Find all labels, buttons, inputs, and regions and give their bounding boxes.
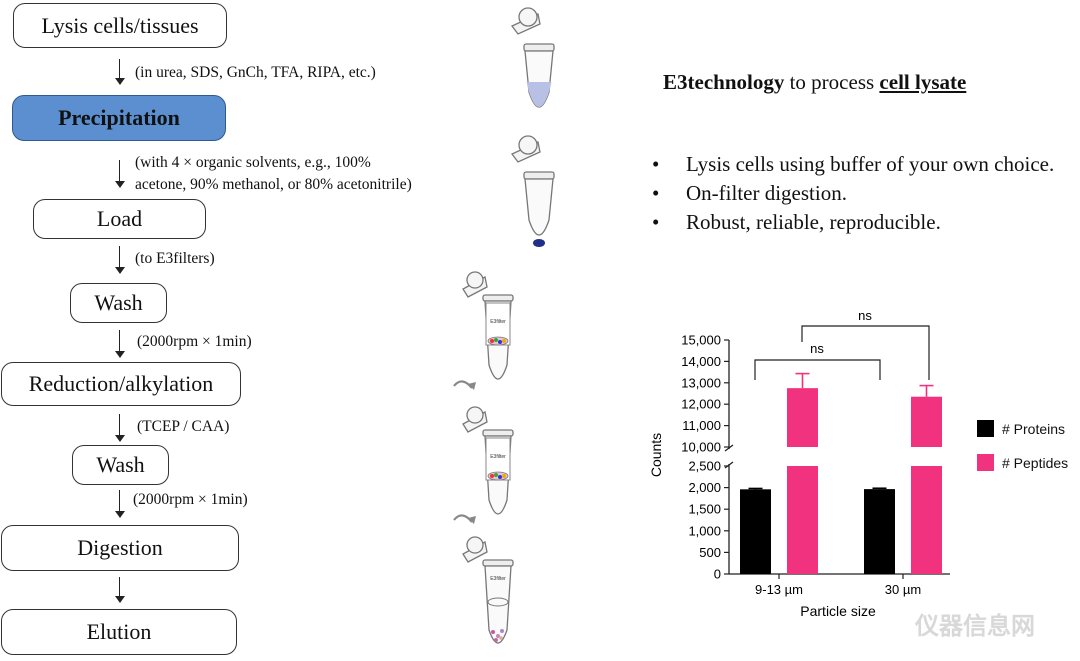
note-tcep-caa: (TCEP / CAA) bbox=[137, 418, 230, 435]
filter-tube-icon: E3filter bbox=[462, 271, 514, 380]
feature-text: Robust, reliable, reproducible. bbox=[686, 210, 941, 234]
tube-label: E3filter bbox=[490, 454, 506, 460]
feature-item: • Lysis cells using buffer of your own ch… bbox=[650, 150, 1070, 179]
tube-label: E3filter bbox=[490, 319, 506, 325]
step-wash-1: Wash bbox=[70, 283, 167, 323]
x-tick-label: 30 µm bbox=[885, 582, 921, 597]
step-label: Reduction/alkylation bbox=[28, 371, 214, 396]
flow-arrow bbox=[114, 330, 126, 358]
feature-text: Lysis cells using buffer of your own cho… bbox=[686, 152, 1055, 176]
step-load: Load bbox=[33, 199, 206, 239]
title-mid: to process bbox=[784, 70, 880, 94]
x-axis-label: Particle size bbox=[800, 603, 876, 619]
bar-peptides-upper bbox=[787, 388, 818, 447]
tube-label: E3filter bbox=[490, 576, 506, 582]
legend-peptides: # Peptides bbox=[977, 454, 1068, 471]
panel-title: E3technology to process cell lysate bbox=[663, 70, 966, 95]
step-elution: Elution bbox=[1, 609, 237, 655]
bullet-icon: • bbox=[652, 210, 660, 234]
note-organic-solvents-2: acetone, 90% methanol, or 80% acetonitri… bbox=[135, 176, 412, 193]
y-tick-label: 1,000 bbox=[688, 523, 721, 538]
chart-significance: ns ns bbox=[754, 308, 930, 380]
title-bold: E3technology bbox=[663, 70, 785, 94]
step-label: Precipitation bbox=[58, 105, 180, 130]
flow-arrow bbox=[114, 490, 126, 518]
step-label: Wash bbox=[94, 290, 143, 315]
note-lysis-buffers: (in urea, SDS, GnCh, TFA, RIPA, etc.) bbox=[135, 64, 376, 81]
step-lysis: Lysis cells/tissues bbox=[13, 3, 227, 48]
step-precipitation: Precipitation bbox=[12, 95, 226, 141]
bar-proteins bbox=[864, 489, 895, 574]
step-label: Wash bbox=[96, 452, 145, 477]
bullet-icon: • bbox=[652, 152, 660, 176]
y-tick-label: 1,500 bbox=[688, 502, 721, 517]
rotate-arrow-icon bbox=[453, 514, 476, 524]
feature-text: On-filter digestion. bbox=[686, 181, 847, 205]
note-organic-solvents-1: (with 4 × organic solvents, e.g., 100% bbox=[135, 154, 371, 171]
significance-label: ns bbox=[858, 308, 872, 323]
y-tick-label: 12,000 bbox=[681, 397, 721, 412]
y-tick-label: 14,000 bbox=[681, 354, 721, 369]
note-centrifuge-1: (2000rpm × 1min) bbox=[137, 333, 252, 350]
legend-proteins: # Proteins bbox=[977, 420, 1065, 437]
bar-peptides-upper bbox=[911, 396, 942, 447]
legend-swatch bbox=[977, 420, 994, 437]
chart-bars bbox=[740, 372, 942, 574]
flow-arrow bbox=[114, 59, 126, 85]
y-tick-label: 2,000 bbox=[688, 480, 721, 495]
y-tick-label: 13,000 bbox=[681, 375, 721, 390]
significance-label: ns bbox=[810, 341, 824, 356]
note-centrifuge-2: (2000rpm × 1min) bbox=[133, 491, 248, 508]
chart-ticks: 0 500 1,000 1,500 2,000 2,500 10,000 11,000 12,0… bbox=[681, 333, 921, 598]
bar-peptides-lower bbox=[787, 466, 818, 574]
y-tick-label: 0 bbox=[714, 567, 721, 582]
significance-bracket bbox=[754, 359, 881, 380]
flow-arrow bbox=[114, 414, 126, 442]
note-to-filters: (to E3filters) bbox=[135, 250, 215, 267]
y-tick-label: 2,500 bbox=[688, 459, 721, 474]
significance-bracket bbox=[801, 325, 930, 380]
legend-label: # Peptides bbox=[1002, 454, 1069, 471]
bar-proteins bbox=[740, 489, 771, 574]
step-label: Digestion bbox=[77, 535, 163, 560]
x-tick-label: 9-13 µm bbox=[755, 582, 803, 597]
feature-item: • Robust, reliable, reproducible. bbox=[650, 208, 1070, 237]
title-underline: cell lysate bbox=[879, 70, 967, 94]
step-label: Elution bbox=[86, 619, 152, 644]
y-tick-label: 11,000 bbox=[682, 418, 721, 433]
flow-arrow bbox=[114, 577, 126, 603]
flow-arrow bbox=[114, 160, 126, 188]
feature-list: • Lysis cells using buffer of your own ch… bbox=[650, 150, 1070, 237]
collection-tube-icon: E3filter bbox=[462, 536, 514, 644]
legend-label: # Proteins bbox=[1002, 420, 1066, 437]
tube-precipitate-icon bbox=[510, 135, 555, 247]
bar-peptides-lower bbox=[911, 466, 942, 574]
bullet-icon: • bbox=[652, 181, 660, 205]
axis-break-mark bbox=[724, 444, 734, 469]
y-tick-label: 500 bbox=[699, 545, 721, 560]
filter-tube-icon: E3filter bbox=[462, 406, 514, 515]
y-tick-label: 15,000 bbox=[681, 333, 721, 348]
step-digestion: Digestion bbox=[1, 525, 239, 571]
step-label: Lysis cells/tissues bbox=[41, 12, 199, 38]
flow-arrow bbox=[114, 246, 126, 274]
y-axis-label: Counts bbox=[648, 433, 664, 477]
watermark: 仪器信息网 bbox=[915, 612, 1035, 640]
y-tick-label: 10,000 bbox=[681, 440, 721, 455]
tube-lysate-icon bbox=[510, 7, 555, 108]
legend-swatch bbox=[977, 454, 994, 471]
step-label: Load bbox=[96, 206, 143, 231]
step-reduction-alkylation: Reduction/alkylation bbox=[1, 362, 241, 406]
step-wash-2: Wash bbox=[72, 445, 169, 485]
rotate-arrow-icon bbox=[453, 380, 476, 390]
counts-bar-chart: 0 500 1,000 1,500 2,000 2,500 10,000 11,000 12,0… bbox=[648, 308, 950, 619]
feature-item: • On-filter digestion. bbox=[650, 179, 1070, 208]
